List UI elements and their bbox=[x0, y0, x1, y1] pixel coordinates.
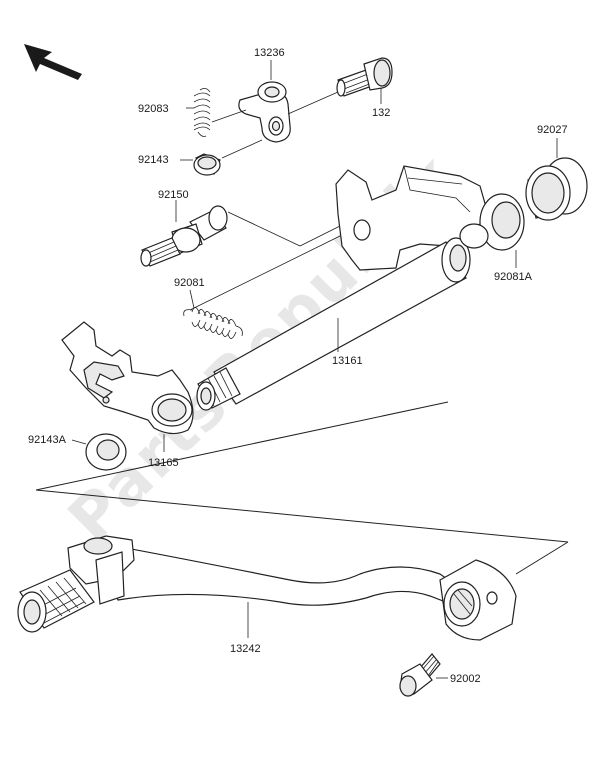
part-13236-bracket[interactable] bbox=[238, 81, 291, 143]
part-labels: 13236 92083 132 92143 92027 92150 92081 … bbox=[28, 47, 568, 685]
part-13242-shift-pedal[interactable] bbox=[17, 535, 517, 641]
label-92081A[interactable]: 92081A bbox=[494, 271, 533, 283]
part-92081A-seal[interactable] bbox=[459, 223, 489, 249]
part-13165-shift-plate[interactable] bbox=[61, 321, 194, 435]
label-13236[interactable]: 13236 bbox=[254, 47, 285, 59]
part-92083-spring[interactable] bbox=[193, 88, 211, 137]
part-92143-washer[interactable] bbox=[193, 153, 221, 176]
label-13242[interactable]: 13242 bbox=[230, 643, 261, 655]
part-92150-stud[interactable] bbox=[140, 205, 228, 267]
label-92150[interactable]: 92150 bbox=[158, 189, 189, 201]
part-92027-bushing[interactable] bbox=[525, 157, 588, 221]
label-92081[interactable]: 92081 bbox=[174, 277, 205, 289]
part-132-bolt[interactable] bbox=[336, 57, 393, 97]
part-92002-bolt[interactable] bbox=[399, 653, 441, 697]
label-132[interactable]: 132 bbox=[372, 107, 390, 119]
label-92083[interactable]: 92083 bbox=[138, 103, 169, 115]
part-13161-shift-shaft[interactable] bbox=[196, 165, 525, 411]
label-13165[interactable]: 13165 bbox=[148, 457, 179, 469]
part-92143A-washer[interactable] bbox=[85, 433, 127, 471]
label-13161[interactable]: 13161 bbox=[332, 355, 363, 367]
label-92143A[interactable]: 92143A bbox=[28, 434, 67, 446]
label-92027[interactable]: 92027 bbox=[537, 124, 568, 136]
label-92002[interactable]: 92002 bbox=[450, 673, 481, 685]
assembly-outline bbox=[35, 401, 569, 575]
arrow-up-left-icon bbox=[24, 44, 82, 80]
knurl-pattern bbox=[33, 577, 87, 625]
label-92143[interactable]: 92143 bbox=[138, 154, 169, 166]
